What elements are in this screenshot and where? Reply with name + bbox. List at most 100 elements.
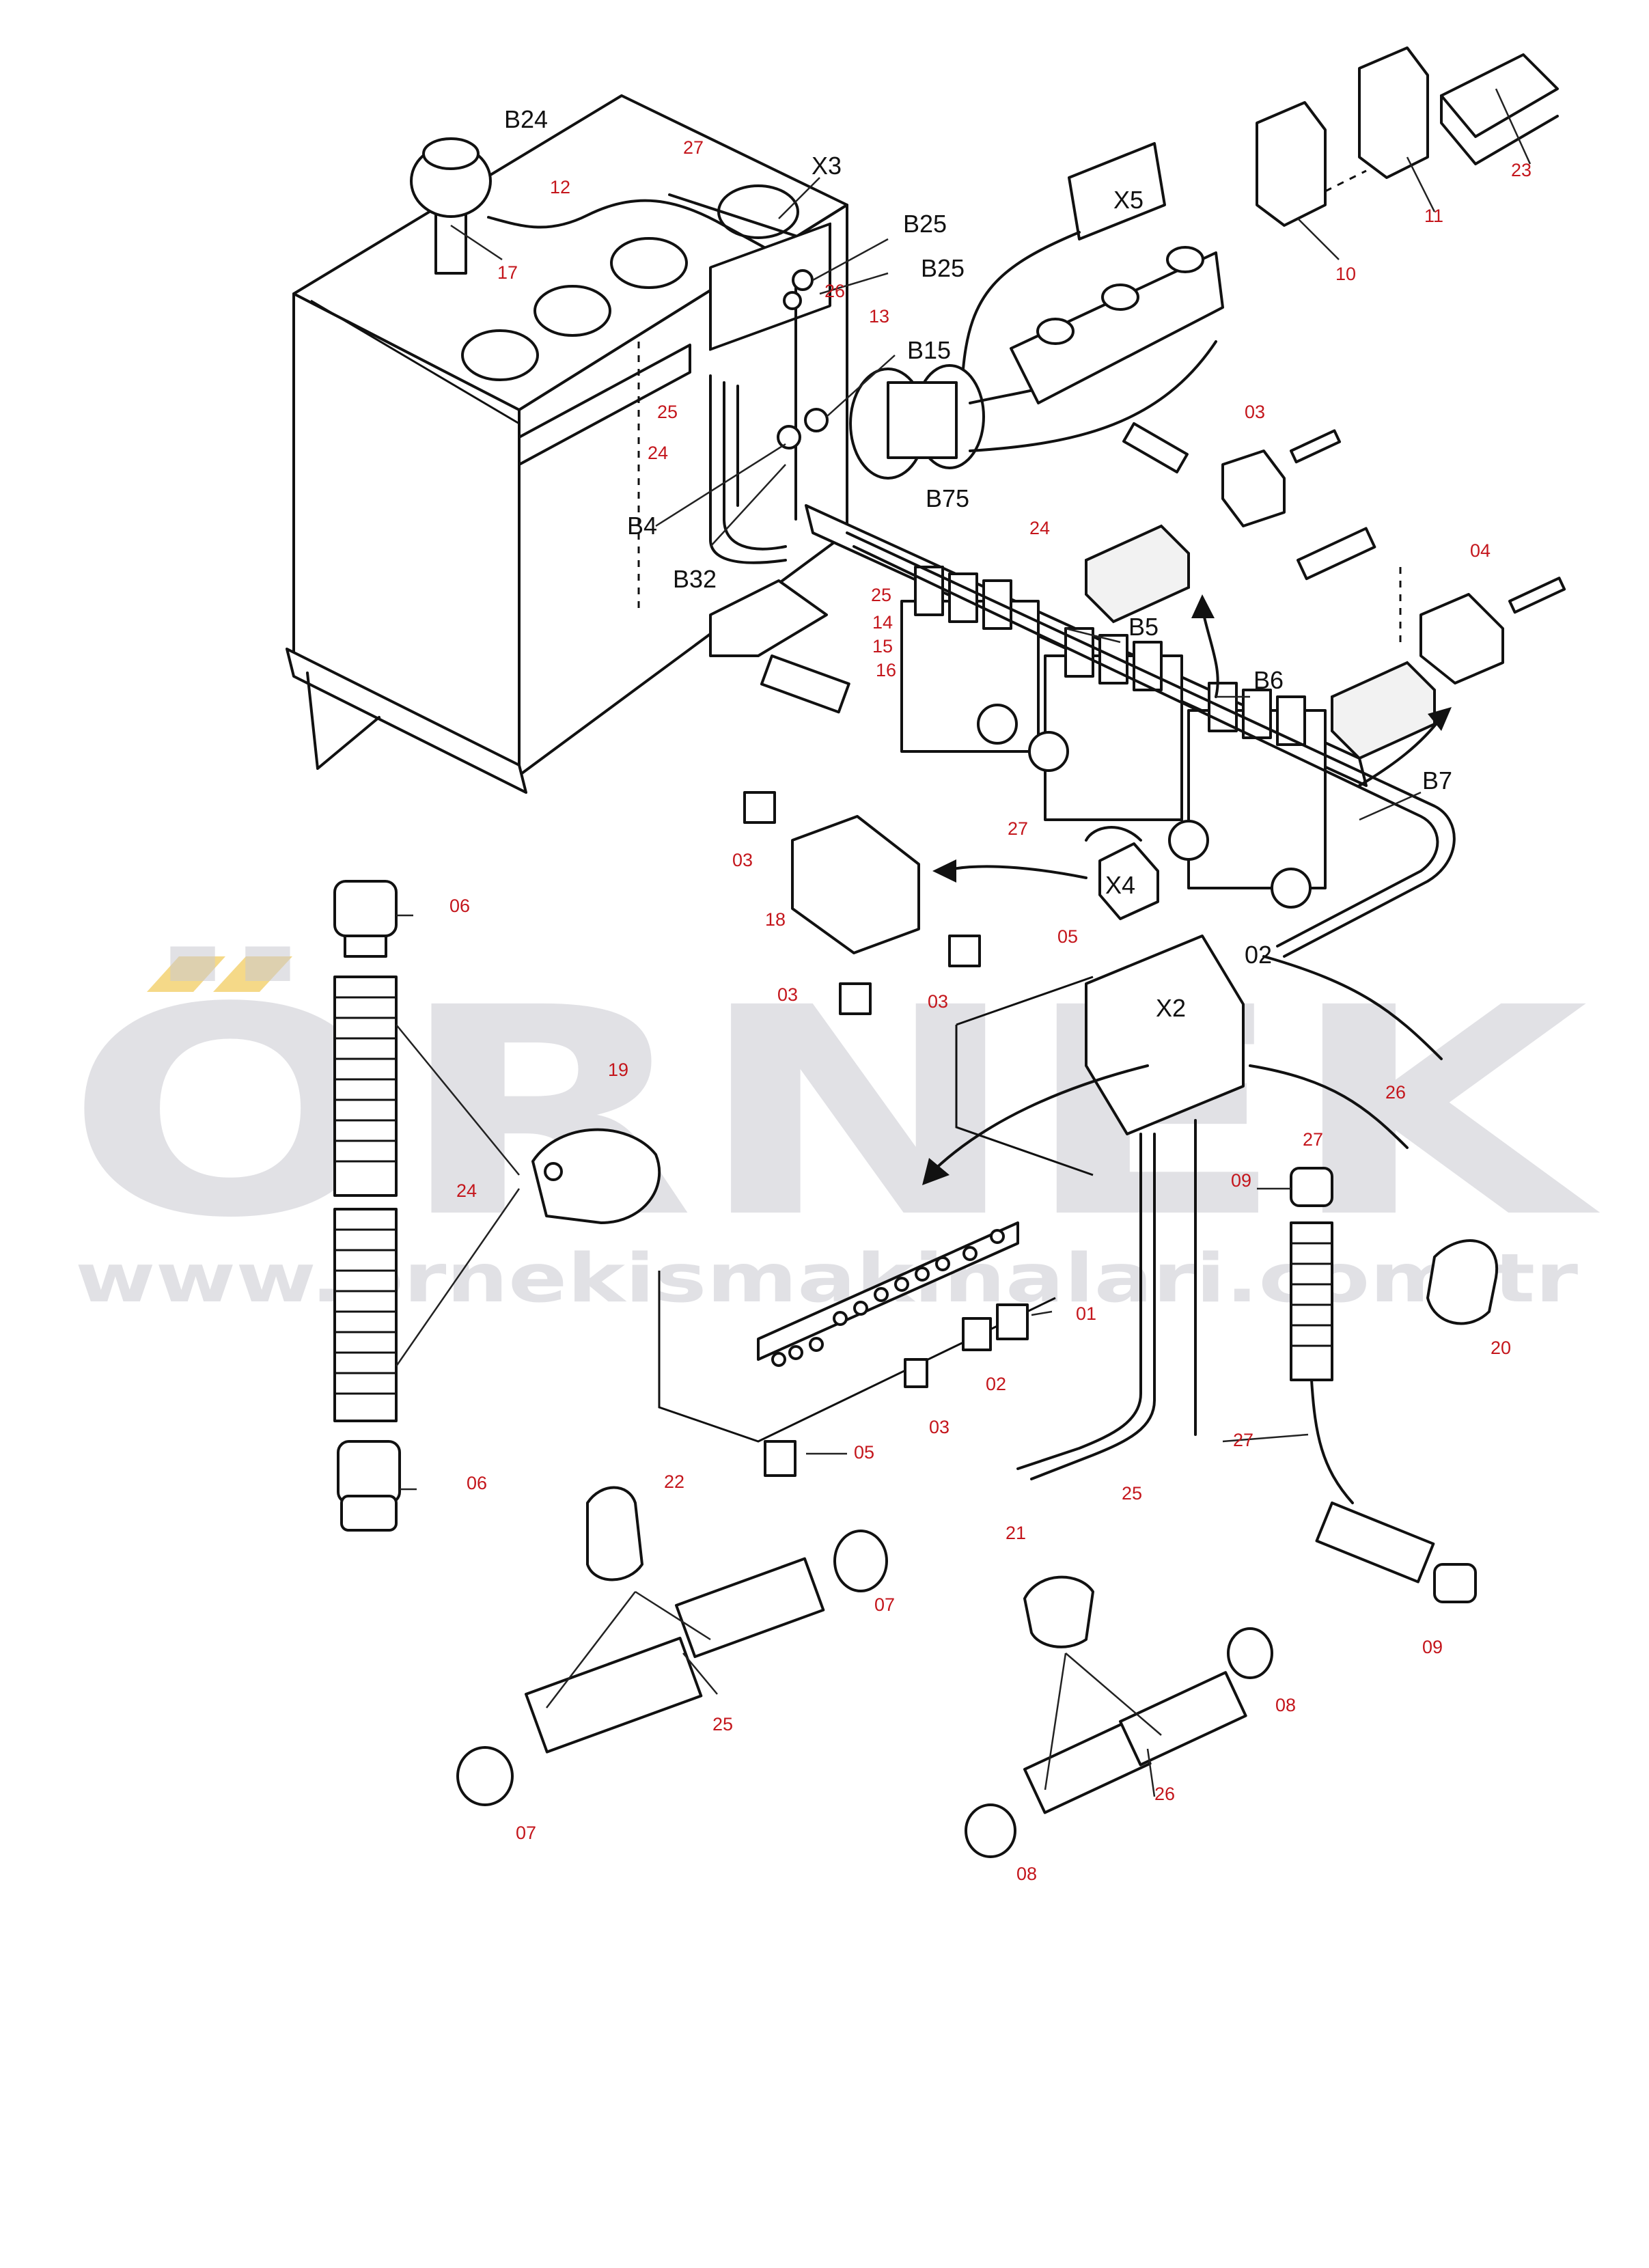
tank-assembly: [286, 94, 848, 794]
part-number: 12: [550, 177, 570, 197]
watermark-accent-right: [213, 956, 292, 992]
clip-20: [1426, 1239, 1499, 1325]
tank-solenoid: [709, 579, 828, 657]
part-number: 06: [467, 1473, 487, 1493]
part-number: 23: [1511, 160, 1532, 180]
sensor-b4: [777, 425, 801, 450]
part-number: 24: [1029, 518, 1050, 538]
tank-stand-leg: [306, 672, 380, 770]
part-number: 27: [683, 137, 704, 158]
part-number: 02: [986, 1374, 1006, 1394]
end-cap-09-top: [1290, 1167, 1333, 1207]
hydraulic-line: [846, 531, 1456, 958]
fitting: [839, 982, 872, 1015]
fitting: [948, 935, 981, 967]
strip-screw: [894, 1277, 909, 1292]
sensor-b15: [804, 408, 829, 432]
manifold: [1010, 251, 1224, 404]
hose-24-lower: [333, 1208, 398, 1422]
end-cap-06-bottom: [337, 1440, 401, 1504]
hose-segment: [333, 1208, 398, 1422]
part-number: 08: [1275, 1695, 1296, 1715]
wire-bundle-24-25b: [709, 374, 787, 564]
part-number: 17: [497, 262, 518, 283]
valve-flange: [977, 704, 1018, 745]
mounting-plate-outline: [955, 1025, 1094, 1176]
arrow-head-x4: [932, 859, 956, 883]
strip-screw: [990, 1229, 1005, 1244]
fitting-01-strip: [996, 1303, 1029, 1340]
fitting-05: [764, 1440, 796, 1477]
hose-26-assembly: [965, 1575, 1273, 1858]
hose-24-assembly: [333, 880, 661, 1532]
part-number: 03: [732, 850, 753, 870]
part-number: 25: [1122, 1483, 1142, 1504]
part-number: 03: [928, 991, 948, 1012]
valve-flange: [1271, 868, 1312, 909]
end-cap-06-bottom-ring: [340, 1495, 398, 1532]
tank-front-panel: [518, 344, 691, 466]
part-number: 05: [854, 1442, 874, 1463]
strip-screw: [809, 1337, 824, 1352]
sensor-b25-a: [792, 269, 814, 291]
leader: [1406, 156, 1436, 212]
part-number-labels: 27 12 17 26 13 25 24 25 14 15 16 24 03 0…: [449, 137, 1532, 1884]
label-b4: B4: [627, 512, 657, 540]
leader: [1297, 218, 1340, 260]
sensor-cluster: [709, 222, 831, 564]
hose-25-assembly: [456, 1486, 888, 1806]
arrow-head-b7: [1428, 707, 1452, 731]
leader: [1359, 791, 1422, 821]
manifold-port: [1166, 246, 1204, 273]
label-b25-upper: B25: [903, 210, 947, 238]
arrow-shaft-x2: [928, 1064, 1149, 1176]
part-number: 14: [872, 612, 893, 633]
component-labels: B24 X3 B25 B25 X5 B15 B4 B32 B75 B5 B6 B…: [504, 105, 1452, 1022]
part-number: 16: [876, 660, 896, 680]
leader-25: [546, 1590, 718, 1709]
part-number: 19: [608, 1060, 628, 1080]
connector-04: [1419, 593, 1504, 684]
cable-run-26: [1262, 955, 1443, 1060]
clip-19: [531, 1128, 661, 1224]
cable-12: [487, 199, 801, 268]
terminal-strip: [757, 1221, 1029, 1477]
junction-box-x4: [1098, 842, 1159, 920]
arrow-b7: [1358, 716, 1443, 787]
junction-block-x3: [709, 222, 831, 351]
sensor-b25-b: [783, 291, 802, 310]
tank-front-rim: [310, 299, 520, 425]
cable-run-down: [1016, 1133, 1142, 1470]
valve-flange: [1168, 820, 1209, 861]
part-number: 26: [824, 281, 845, 301]
hydraulic-line: [853, 545, 1439, 948]
part-number: 13: [869, 306, 889, 327]
clip-11: [1358, 46, 1429, 179]
cell-cap: [461, 329, 539, 381]
end-cap-06-top: [333, 880, 398, 937]
clip-21: [1023, 1575, 1094, 1648]
strip-screw: [771, 1352, 786, 1367]
sensor-plug-04: [1297, 527, 1376, 581]
breather-cap-top: [422, 137, 480, 170]
leader: [778, 177, 820, 219]
cable-27-x4: [1085, 826, 1142, 842]
part-number: 08: [1016, 1864, 1037, 1884]
end-cap-07-left: [456, 1746, 514, 1806]
leader: [812, 238, 889, 281]
part-number: 03: [777, 984, 798, 1005]
rail-23-edge: [1440, 94, 1559, 165]
leader: [450, 224, 503, 261]
part-number: 24: [456, 1180, 477, 1201]
arrow-head-b6: [1191, 594, 1215, 618]
leader: [1222, 1433, 1309, 1443]
part-number: 22: [664, 1471, 684, 1492]
watermark-url: www.ornekismakinalari.com.tr: [75, 1240, 1579, 1318]
tank-solenoid-shaft: [760, 654, 850, 714]
terminal-box-x2: [1085, 935, 1245, 1135]
junction-box-18: [791, 815, 920, 954]
label-x3: X3: [812, 152, 842, 180]
part-number: 10: [1335, 264, 1356, 284]
label-b32: B32: [673, 565, 717, 593]
